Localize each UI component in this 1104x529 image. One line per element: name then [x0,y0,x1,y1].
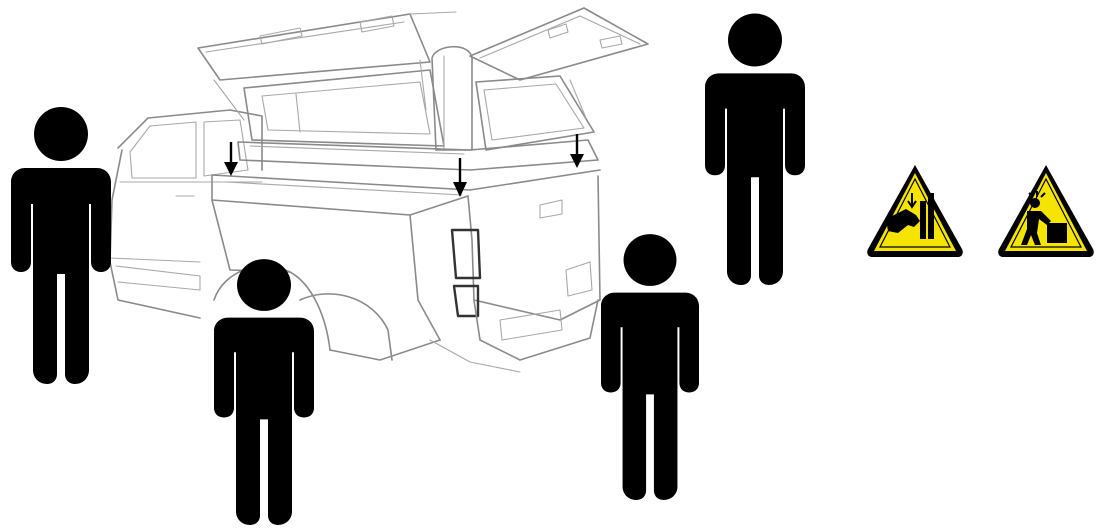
heavy-lift-hazard-sign [998,165,1094,257]
heavy-lift-hazard-icon [1021,191,1067,245]
pinch-hazard-icon [886,193,934,239]
person-figure-right [705,13,805,285]
pinch-hazard-sign [867,165,963,257]
canopy-illustration [197,7,649,171]
lift-arrow [453,158,467,197]
person-figure-front-right [601,234,699,500]
lift-arrow [570,134,584,168]
pickup-truck-illustration [109,109,601,373]
person-figure-front-left [214,259,314,525]
lift-arrow [224,142,238,176]
person-figure-left [11,107,111,384]
lift-point-arrows [224,134,584,197]
